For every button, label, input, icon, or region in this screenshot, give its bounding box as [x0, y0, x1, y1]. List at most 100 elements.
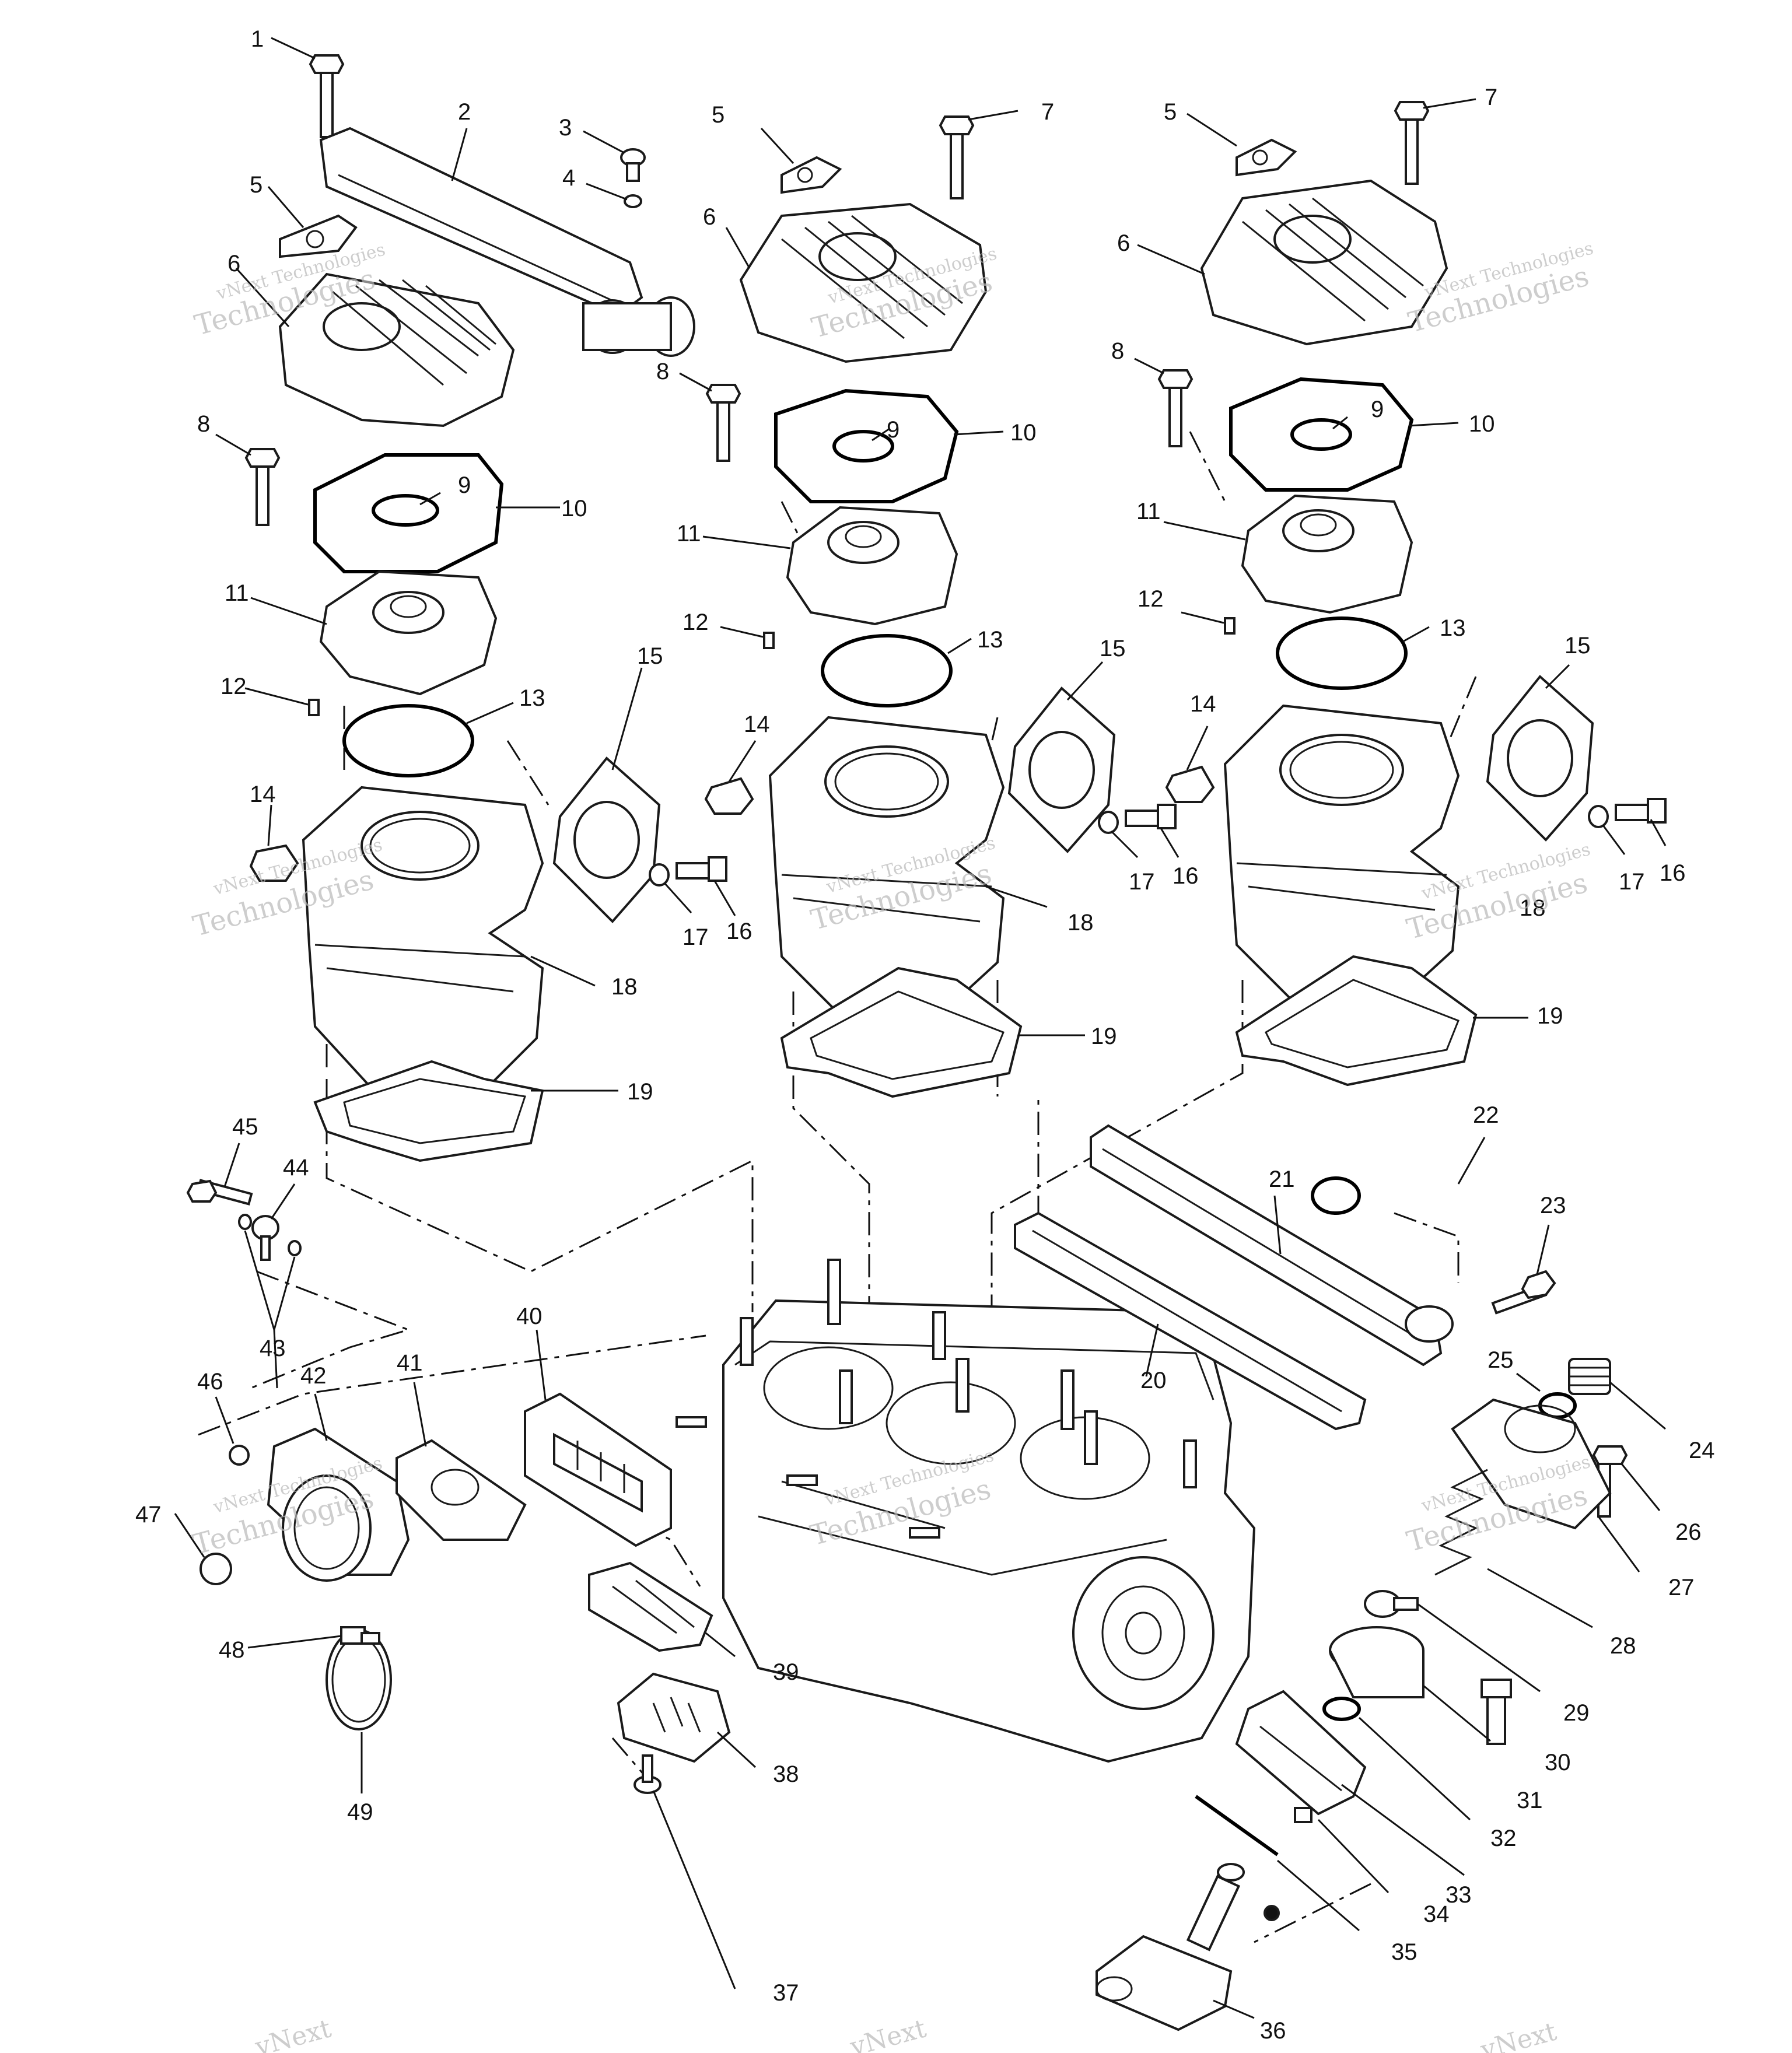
callout-5-right: 5 [1164, 99, 1177, 125]
callout-17: 17 [682, 924, 709, 950]
washer-43b [288, 1240, 302, 1256]
callout-9-middle: 9 [887, 417, 900, 443]
callout-23: 23 [1540, 1193, 1566, 1218]
nut-14-right [1165, 765, 1215, 803]
callout-10-middle: 10 [1010, 420, 1037, 446]
callout-21: 21 [1269, 1166, 1295, 1192]
reed-cage-40 [524, 1392, 672, 1547]
callout-12-right: 12 [1138, 586, 1164, 612]
callout-15: 15 [637, 643, 663, 669]
callout-45: 45 [232, 1114, 258, 1140]
callout-15-middle: 15 [1100, 636, 1126, 661]
o-ring-13-left [342, 704, 474, 777]
callout-2: 2 [458, 99, 471, 125]
dowel-pin-12-right [1224, 617, 1236, 635]
callout-26: 26 [1675, 1519, 1702, 1545]
callout-13: 13 [519, 685, 545, 711]
gasket-5-right [1236, 138, 1297, 177]
callout-7-middle: 7 [1041, 99, 1054, 125]
leader-lines [174, 37, 1667, 2019]
cover-21 [1090, 1124, 1454, 1367]
reed-stop-38 [617, 1672, 731, 1763]
nut-47 [200, 1553, 232, 1585]
o-ring-31 [1322, 1697, 1361, 1721]
bolt-7-middle [939, 115, 975, 199]
callout-38: 38 [773, 1761, 799, 1787]
middle-cylinder-stack [620, 115, 1177, 1098]
fitting-44 [251, 1215, 279, 1261]
watermark-text: vNext [251, 2013, 334, 2053]
callout-10: 10 [561, 496, 587, 521]
callout-30: 30 [1545, 1750, 1571, 1775]
callout-11: 11 [225, 580, 249, 606]
exhaust-cover-parts [1014, 1124, 1628, 2031]
callout-33: 33 [1446, 1882, 1472, 1908]
bolt-8-right [1157, 369, 1194, 447]
washer-17-right [1588, 805, 1609, 828]
callout-16-right: 16 [1660, 860, 1686, 886]
callout-12-middle: 12 [682, 609, 709, 635]
callout-18: 18 [611, 974, 638, 1000]
callout-48: 48 [219, 1637, 245, 1663]
retainer-29 [1364, 1590, 1419, 1618]
gasket-35 [1195, 1795, 1280, 1921]
callout-19: 19 [627, 1079, 653, 1105]
callout-14: 14 [250, 782, 276, 807]
head-gasket-10-left [313, 453, 504, 573]
housing-27 [1451, 1398, 1612, 1530]
bolt-23 [1491, 1270, 1556, 1315]
cylinder-head-middle [786, 506, 958, 626]
callout-29: 29 [1563, 1700, 1590, 1726]
callout-27: 27 [1668, 1575, 1695, 1600]
callout-15-right: 15 [1564, 633, 1591, 658]
exhaust-gasket-15-middle [1007, 686, 1116, 853]
base-gasket-19-middle [780, 966, 1023, 1098]
callout-46: 46 [197, 1369, 223, 1395]
callout-8: 8 [197, 411, 210, 437]
clamp-48-49 [326, 1626, 392, 1730]
cylinder-head-right [1241, 494, 1413, 614]
cylinder-head-cover-middle [739, 202, 988, 363]
nut-14-middle [704, 777, 754, 815]
callout-17-right: 17 [1619, 869, 1645, 895]
o-ring-22 [1311, 1176, 1361, 1215]
callout-11-middle: 11 [677, 521, 701, 546]
callout-19-middle: 19 [1091, 1024, 1117, 1049]
callout-42: 42 [300, 1363, 327, 1389]
callout-9: 9 [458, 472, 471, 498]
callout-16-middle: 16 [1172, 863, 1199, 889]
callout-8-right: 8 [1111, 338, 1124, 364]
gasket-5-left [279, 214, 358, 258]
callout-49: 49 [347, 1799, 373, 1825]
callout-41: 41 [397, 1350, 423, 1376]
right-cylinder-stack [1157, 101, 1667, 1087]
callout-13-right: 13 [1440, 615, 1466, 641]
callout-47: 47 [135, 1502, 162, 1528]
callout-4: 4 [562, 165, 575, 191]
callout-44: 44 [283, 1155, 309, 1180]
callout-7-right: 7 [1485, 85, 1497, 110]
gasket-5-middle [780, 156, 842, 194]
bolt-16-left [676, 856, 727, 882]
callout-5: 5 [250, 172, 262, 198]
washer-4 [624, 194, 642, 208]
callout-14-middle: 14 [744, 712, 770, 737]
callout-18-right: 18 [1520, 895, 1546, 921]
callout-10-right: 10 [1469, 411, 1495, 437]
o-ring-13-middle [821, 634, 953, 707]
callout-11-right: 11 [1136, 499, 1161, 524]
cylinder-right [1223, 704, 1460, 1017]
reed-plate-41 [396, 1439, 527, 1541]
callout-6-middle: 6 [703, 204, 716, 230]
bolt-32 [1480, 1679, 1512, 1745]
callout-35: 35 [1391, 1939, 1418, 1965]
callout-36: 36 [1260, 2018, 1286, 2044]
base-gasket-19-left [313, 1060, 544, 1162]
callout-5-middle: 5 [712, 102, 724, 128]
cap-30 [1329, 1626, 1424, 1698]
head-gasket-10-middle [774, 388, 959, 503]
valve-housing-33 [1235, 1690, 1367, 1816]
screw-37 [634, 1754, 662, 1794]
head-gasket-10-right [1229, 377, 1414, 492]
left-cylinder-stack [244, 54, 727, 1162]
